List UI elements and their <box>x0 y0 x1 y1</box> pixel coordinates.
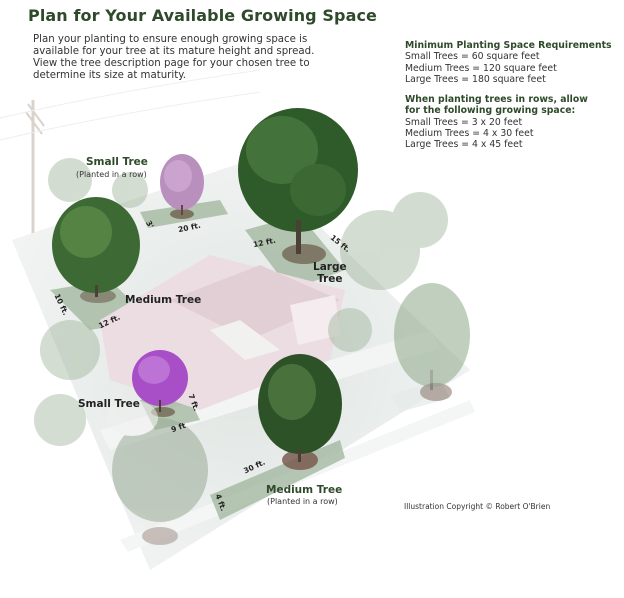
small-tree-row-icon <box>160 154 204 215</box>
page-title: Plan for Your Available Growing Space <box>28 6 378 25</box>
intro-line: available for your tree at its mature he… <box>33 46 315 57</box>
large-tree-label: Large Tree <box>313 261 347 285</box>
minimum-space-item: Medium Trees = 120 square feet <box>405 62 557 74</box>
small-tree-row-label: Small Tree <box>86 156 148 168</box>
small-tree-front-label: Small Tree <box>78 398 140 410</box>
copyright-text: Illustration Copyright © Robert O'Brien <box>404 502 551 511</box>
row-spacing-item: Small Trees = 3 x 20 feet <box>405 116 523 128</box>
minimum-space-heading: Minimum Planting Space Requirements <box>405 40 612 51</box>
medium-tree-row-label: Medium Tree <box>266 484 343 496</box>
requirements-panel: Minimum Planting Space Requirements Smal… <box>405 40 620 151</box>
medium-tree-left-icon <box>52 197 140 297</box>
small-tree-row-note: (Planted in a row) <box>76 170 147 179</box>
intro-line: determine its size at maturity. <box>33 70 187 81</box>
minimum-space-item: Large Trees = 180 square feet <box>405 73 546 85</box>
large-tree-icon <box>238 108 358 254</box>
row-spacing-heading: for the following growing space: <box>405 105 576 117</box>
medium-tree-row-note: (Planted in a row) <box>267 497 338 506</box>
row-spacing-item: Medium Trees = 4 x 30 feet <box>405 128 534 140</box>
utility-pole-icon <box>0 69 261 240</box>
faded-tree-right <box>394 283 470 390</box>
row-spacing-item: Large Trees = 4 x 45 feet <box>405 139 523 151</box>
background-trees <box>34 158 448 446</box>
row-spacing-heading: When planting trees in rows, allow <box>405 94 588 106</box>
minimum-space-item: Small Trees = 60 square feet <box>405 51 540 63</box>
medium-tree-left-label: Medium Tree <box>125 294 202 306</box>
medium-tree-front-icon <box>258 354 342 462</box>
intro-line: Plan your planting to ensure enough grow… <box>33 34 308 45</box>
intro-line: View the tree description page for your … <box>33 58 310 69</box>
faded-tree-front <box>106 400 208 522</box>
intro-paragraph: Plan your planting to ensure enough grow… <box>33 34 333 82</box>
small-tree-front-icon <box>132 350 188 412</box>
